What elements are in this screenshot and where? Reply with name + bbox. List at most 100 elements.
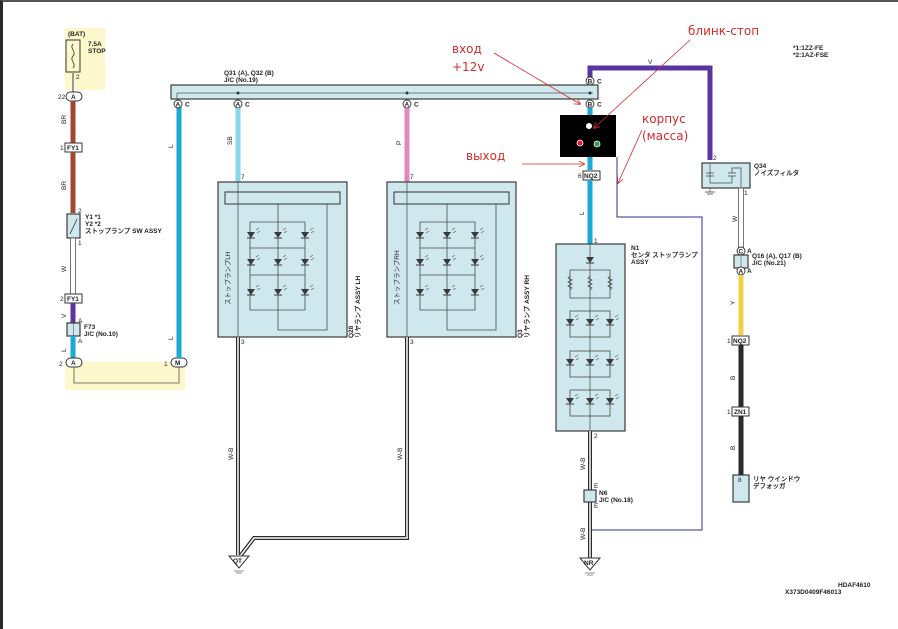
q31-line1: Q31 (A), Q32 (B) bbox=[224, 70, 274, 77]
wire-v-top bbox=[587, 65, 713, 160]
lamp-lh-inner-label: ストップランプLH bbox=[224, 251, 232, 305]
annotation-input: вход bbox=[452, 42, 482, 56]
defogger-line2: デフォッガ bbox=[753, 481, 786, 490]
annotation-blink-stop: блинк-стоп bbox=[688, 24, 759, 38]
arrow-ground bbox=[618, 129, 643, 183]
switch-pin-top: 2 bbox=[78, 208, 82, 215]
svg-text:E: E bbox=[594, 503, 599, 510]
svg-text:C: C bbox=[739, 249, 744, 256]
fy1-bot-label: FY1 bbox=[67, 296, 79, 303]
svg-text:1: 1 bbox=[744, 190, 748, 197]
junction-block-q31 bbox=[170, 84, 599, 100]
q16-line1: Q16 (A), Q17 (B) bbox=[752, 253, 802, 260]
center-lamp-name1: センタ ストップランプ bbox=[631, 250, 698, 259]
svg-text:E: E bbox=[594, 483, 599, 490]
wire-label-l-main2: L bbox=[168, 336, 175, 340]
c2a-label: A bbox=[71, 360, 76, 367]
switch-line1: Y1 *1 bbox=[85, 214, 101, 221]
switch-line2: Y2 *2 bbox=[85, 221, 101, 228]
c2a-pin: 2 bbox=[59, 361, 63, 368]
connector-ac-3: A C bbox=[402, 99, 419, 109]
svg-text:A: A bbox=[739, 269, 744, 276]
svg-text:7: 7 bbox=[410, 174, 414, 181]
wire-label-l-main: L bbox=[168, 144, 175, 148]
legend-line1: *1:1ZZ-FE bbox=[793, 45, 824, 52]
annotation-input-voltage: +12v bbox=[452, 60, 484, 74]
wire-label-v-1: V bbox=[61, 313, 68, 318]
fy1-bot-pin: 2 bbox=[60, 296, 64, 303]
svg-text:3: 3 bbox=[410, 339, 414, 346]
jc-q16: C A A A Q16 (A), Q17 (B) J/C (No.21) bbox=[733, 246, 802, 276]
svg-text:C: C bbox=[597, 79, 602, 86]
connector-bc-1: B C bbox=[585, 76, 602, 86]
svg-text:2: 2 bbox=[713, 155, 717, 162]
svg-text:C: C bbox=[245, 102, 250, 109]
nq2-top-label: NQ2 bbox=[584, 173, 598, 180]
wire-label-wb-lh: W-B bbox=[228, 447, 235, 460]
svg-text:8: 8 bbox=[738, 477, 742, 484]
connector-22a-label: A bbox=[71, 94, 76, 101]
legend-line2: *2:1AZ-FSE bbox=[793, 52, 829, 59]
svg-text:7: 7 bbox=[241, 174, 245, 181]
q31-line2: J/C (No.19) bbox=[224, 77, 258, 84]
svg-text:C: C bbox=[597, 102, 602, 109]
wire-label-sb: SB bbox=[227, 136, 234, 145]
wire-label-b-2: B bbox=[730, 446, 737, 450]
zn1-pin: 1 bbox=[727, 409, 731, 416]
nq2-top-pin: 6 bbox=[578, 173, 582, 180]
noise-filter: 2 Q34 ノイズフィルタ 1 bbox=[701, 155, 799, 197]
wire-label-w-right: W bbox=[732, 215, 739, 222]
wire-label-l-center: L bbox=[579, 211, 586, 215]
wire-label-p: P bbox=[396, 141, 403, 145]
module-pin-output bbox=[576, 139, 584, 147]
svg-text:QT: QT bbox=[233, 558, 242, 565]
fuse-name: STOP bbox=[88, 48, 106, 55]
ground-nr: NR bbox=[578, 557, 602, 576]
svg-text:C: C bbox=[414, 102, 419, 109]
c1m-label: M bbox=[175, 360, 180, 367]
nq2-right-label: NQ2 bbox=[733, 338, 747, 345]
f73-name: J/C (No.10) bbox=[84, 331, 118, 338]
wire-label-b-1: B bbox=[730, 376, 737, 380]
wire-label-br-1: BR bbox=[61, 115, 68, 124]
wire-label-br-2: BR bbox=[61, 181, 68, 190]
svg-text:2: 2 bbox=[594, 433, 598, 440]
svg-text:NR: NR bbox=[584, 560, 594, 567]
noise-filter-id: Q34 bbox=[754, 163, 767, 170]
module-pin-ground bbox=[593, 140, 601, 148]
capacitor-icons bbox=[706, 163, 742, 188]
switch-line3: ストップランプ SW ASSY bbox=[85, 226, 163, 235]
svg-text:C: C bbox=[185, 102, 190, 109]
arrow-input bbox=[493, 52, 580, 104]
footer-code2: X373D0409F46013 bbox=[785, 589, 842, 596]
wire-w-1 bbox=[70, 237, 76, 295]
connector-22a-pin: 22 bbox=[58, 94, 66, 101]
switch-icon bbox=[69, 218, 78, 235]
lamp-lh-name: リヤランプ ASSY LH bbox=[353, 276, 362, 338]
n6-line1: N6 bbox=[599, 490, 608, 497]
svg-text:3: 3 bbox=[241, 339, 245, 346]
svg-text:A: A bbox=[176, 102, 181, 109]
c1m-pin: 1 bbox=[164, 361, 168, 368]
annotation-output: выход bbox=[466, 149, 505, 163]
lamp-lh-id: Q28 bbox=[348, 325, 355, 338]
module-pin-input bbox=[586, 123, 592, 129]
center-stop-lamp: 1 N1 センタ ストップランプ ASSY 2 bbox=[555, 238, 698, 440]
wire-label-w-1: W bbox=[61, 265, 68, 272]
fuse-pin: 2 bbox=[76, 74, 80, 81]
q16-line2: J/C (No.21) bbox=[752, 260, 786, 267]
lamp-rh-inner-label: ストップランプRH bbox=[393, 250, 401, 305]
fuse-source: (BAT) bbox=[68, 31, 85, 38]
connector-bc-2: B C bbox=[585, 99, 602, 109]
lamp-rh-id: Q3 bbox=[517, 329, 524, 338]
connector-ac-1: A C bbox=[173, 99, 190, 109]
f73-id: F73 bbox=[84, 324, 96, 331]
arrow-blink-stop bbox=[594, 39, 691, 128]
nq2-right-pin: 1 bbox=[727, 338, 731, 345]
annotation-ground2: (масса) bbox=[642, 129, 688, 143]
fuse-icon bbox=[71, 43, 75, 69]
ground-qt: QT bbox=[227, 555, 251, 574]
rear-lamp-rh: 7 ストップランプRH Q3 リヤランプ ASSY RH 3 bbox=[386, 174, 531, 346]
f73-pin-top: A bbox=[78, 318, 83, 325]
